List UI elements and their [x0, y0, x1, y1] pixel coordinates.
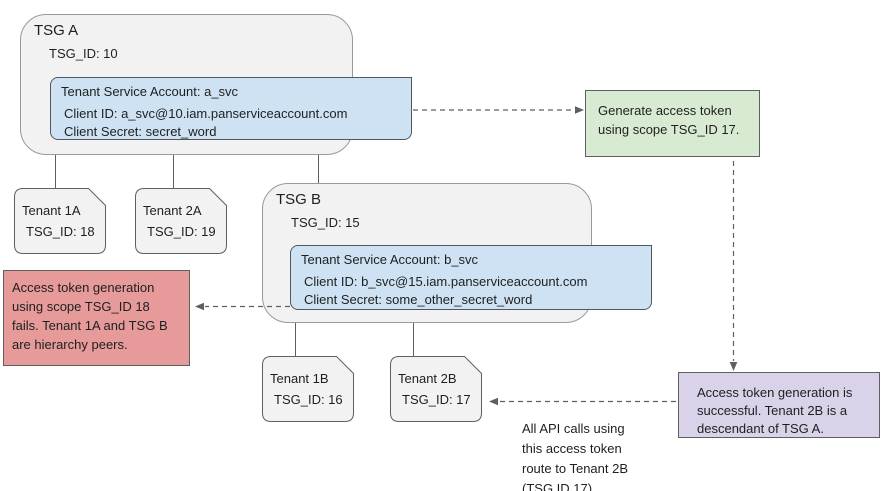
tsg-b-title: TSG B: [276, 191, 322, 208]
api-route-note-line: (TSG ID 17): [522, 481, 593, 491]
generate-token-note-line: using scope TSG_ID 17.: [598, 122, 740, 137]
service-account-b-client-secret: Client Secret: some_other_secret_word: [304, 292, 533, 307]
tenant-1a-id: TSG_ID: 18: [26, 224, 95, 239]
tenant-1a-title: Tenant 1A: [22, 203, 81, 218]
tsg-a-title: TSG A: [34, 22, 79, 39]
tenant-card-shape: [14, 188, 106, 254]
arrowhead-right-icon: [575, 106, 584, 114]
tenant-1b-title: Tenant 1B: [270, 371, 329, 386]
tenant-2a-title: Tenant 2A: [143, 203, 202, 218]
tsg-b-id: TSG_ID: 15: [291, 215, 360, 230]
tenant-2b-title: Tenant 2B: [398, 371, 457, 386]
api-route-note-line: route to Tenant 2B: [522, 461, 629, 476]
token-failure-note-line: using scope TSG_ID 18: [12, 299, 150, 314]
tenant-2a-id: TSG_ID: 19: [147, 224, 216, 239]
tenant-1b-card: Tenant 1B TSG_ID: 16: [262, 356, 354, 422]
arrowhead-down-icon: [729, 362, 738, 371]
generate-token-note-line: Generate access token: [598, 103, 732, 118]
tenant-card-shape: [135, 188, 227, 254]
token-failure-note: Access token generation using scope TSG_…: [3, 270, 190, 366]
tenant-2b-card: Tenant 2B TSG_ID: 17: [390, 356, 482, 422]
tenant-2a-card: Tenant 2A TSG_ID: 19: [135, 188, 227, 254]
tenant-1a-card: Tenant 1A TSG_ID: 18: [14, 188, 106, 254]
token-success-note-line: Access token generation is: [697, 385, 853, 400]
generate-token-note: Generate access token using scope TSG_ID…: [585, 90, 760, 157]
service-account-b-name: Tenant Service Account: b_svc: [301, 252, 479, 267]
service-account-b-client-id: Client ID: b_svc@15.iam.panserviceaccoun…: [304, 274, 588, 289]
token-success-note-line: descendant of TSG A.: [697, 421, 824, 436]
token-success-note: Access token generation is successful. T…: [678, 372, 880, 438]
service-account-a-name: Tenant Service Account: a_svc: [61, 84, 239, 99]
arrowhead-left-icon: [489, 397, 498, 406]
tenant-card-shape: [262, 356, 354, 422]
tenant-2b-id: TSG_ID: 17: [402, 392, 471, 407]
api-route-note-line: this access token: [522, 441, 622, 456]
tenant-1b-id: TSG_ID: 16: [274, 392, 343, 407]
api-route-note-line: All API calls using: [522, 421, 625, 436]
service-account-b-box: Tenant Service Account: b_svc Client ID:…: [290, 245, 652, 310]
service-account-a-box: Tenant Service Account: a_svc Client ID:…: [50, 77, 412, 140]
service-account-a-client-id: Client ID: a_svc@10.iam.panserviceaccoun…: [64, 106, 348, 121]
tsg-a-id: TSG_ID: 10: [49, 46, 118, 61]
api-route-note: All API calls using this access token ro…: [522, 419, 628, 491]
token-success-note-line: successful. Tenant 2B is a: [697, 403, 848, 418]
arrowhead-left-icon: [195, 302, 204, 311]
service-account-a-client-secret: Client Secret: secret_word: [64, 124, 217, 139]
tenant-card-shape: [390, 356, 482, 422]
token-failure-note-line: Access token generation: [12, 280, 155, 295]
token-failure-note-line: fails. Tenant 1A and TSG B: [12, 318, 168, 333]
token-failure-note-line: are hierarchy peers.: [12, 337, 128, 352]
